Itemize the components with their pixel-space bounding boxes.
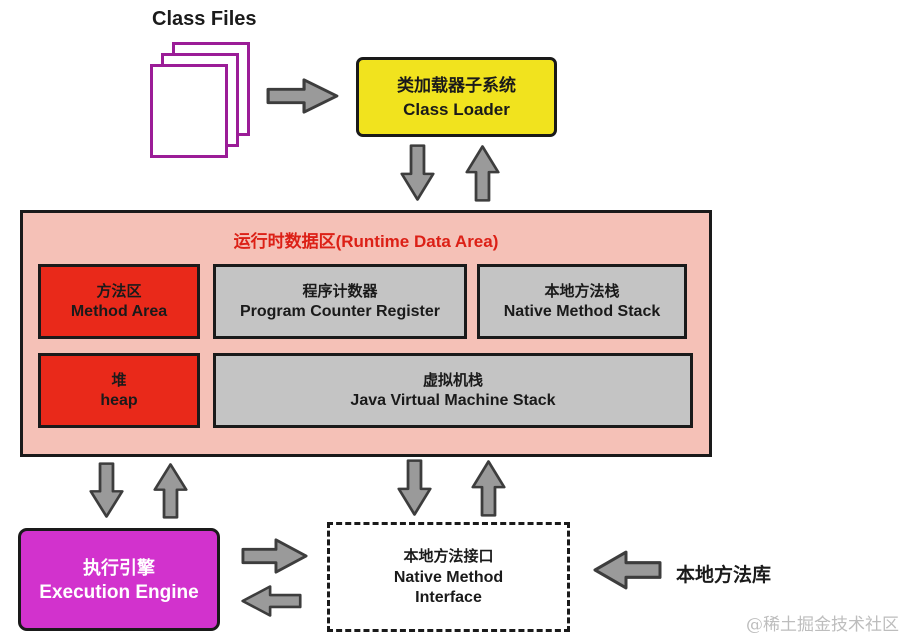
method-area-label-en: Method Area <box>70 303 168 321</box>
native-method-interface-box: 本地方法接口 Native Method Interface <box>327 522 570 632</box>
arrow-down-runtime-to-nmi <box>397 459 432 516</box>
heap-label-en: heap <box>100 392 138 410</box>
arrow-right-classfiles-to-classloader <box>266 78 339 114</box>
heap-label-zh: 堆 <box>111 371 127 389</box>
class-loader-label-zh: 类加载器子系统 <box>397 76 516 96</box>
page-front-icon <box>150 64 228 158</box>
nmi-label-en2: Interface <box>415 588 482 606</box>
arrow-up-nmi-to-runtime <box>471 460 506 517</box>
jvm-stack-label-zh: 虚拟机栈 <box>422 371 483 389</box>
nmi-label-en1: Native Method <box>393 568 504 586</box>
pcr-label-en: Program Counter Register <box>239 303 441 321</box>
arrow-up-runtime-to-classloader <box>465 145 500 202</box>
native-method-stack-label-en: Native Method Stack <box>503 303 661 321</box>
watermark-text: @稀土掘金技术社区 <box>746 615 899 635</box>
arrow-down-classloader-to-runtime <box>400 144 435 201</box>
runtime-data-area-title: 运行时数据区(Runtime Data Area) <box>233 232 499 251</box>
pcr-label-zh: 程序计数器 <box>302 282 378 300</box>
arrow-left-nmi-to-engine <box>241 585 302 617</box>
class-loader-label-en: Class Loader <box>403 99 510 119</box>
nmi-label-zh: 本地方法接口 <box>403 548 494 566</box>
arrow-down-runtime-to-engine <box>89 462 124 518</box>
class-files-label: Class Files <box>152 8 257 30</box>
native-method-stack-box: 本地方法栈 Native Method Stack <box>477 264 687 339</box>
class-loader-box: 类加载器子系统 Class Loader <box>356 57 557 137</box>
jvm-stack-label-en: Java Virtual Machine Stack <box>350 392 556 410</box>
native-method-stack-label-zh: 本地方法栈 <box>544 282 620 300</box>
execution-engine-label-zh: 执行引擎 <box>83 557 155 578</box>
arrow-left-library-to-nmi <box>593 550 662 590</box>
jvm-stack-box: 虚拟机栈 Java Virtual Machine Stack <box>213 353 693 428</box>
method-area-label-zh: 方法区 <box>96 282 142 300</box>
arrow-up-engine-to-runtime <box>153 463 188 519</box>
method-area-box: 方法区 Method Area <box>38 264 200 339</box>
heap-box: 堆 heap <box>38 353 200 428</box>
native-method-library-label: 本地方法库 <box>676 565 772 586</box>
execution-engine-label-en: Execution Engine <box>39 581 199 603</box>
arrow-right-engine-to-nmi <box>241 538 308 574</box>
program-counter-register-box: 程序计数器 Program Counter Register <box>213 264 467 339</box>
execution-engine-box: 执行引擎 Execution Engine <box>18 528 220 631</box>
